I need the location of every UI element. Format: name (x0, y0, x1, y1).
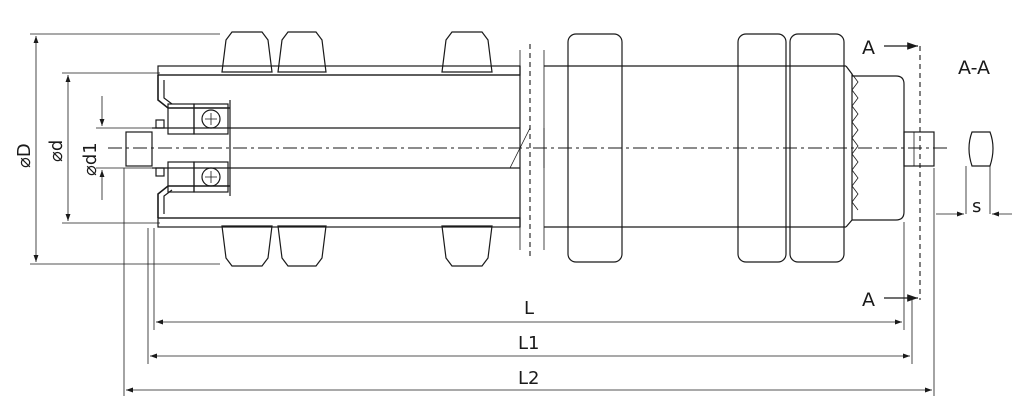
dim-D (30, 33, 220, 265)
dim-d1-label: ⌀d1 (80, 142, 101, 176)
rubber-rings-bottom (221, 225, 493, 267)
dim-L (153, 222, 905, 330)
dim-D-label: ⌀D (14, 143, 35, 168)
end-cap (845, 65, 935, 228)
section-title: A-A (958, 57, 990, 79)
rubber-rings-top (221, 31, 493, 73)
dim-L-label: L (524, 298, 534, 319)
break-lines (519, 44, 545, 256)
dim-L2 (123, 168, 935, 396)
dim-L1 (147, 228, 913, 364)
outer-tube-right (544, 65, 846, 228)
dim-d (62, 72, 160, 224)
section-marker-bottom: A (862, 289, 875, 311)
section-marker-top: A (862, 37, 875, 59)
dim-d1 (96, 96, 160, 200)
dim-d-label: ⌀d (46, 140, 67, 162)
tube-wall (157, 65, 521, 228)
dim-L2-label: L2 (518, 368, 539, 389)
section-cut-line (884, 42, 921, 302)
bearing-housing (155, 75, 231, 218)
flat-size-label: s (972, 196, 981, 217)
dim-L1-label: L1 (518, 333, 539, 354)
shaft-section-view (936, 131, 1012, 217)
